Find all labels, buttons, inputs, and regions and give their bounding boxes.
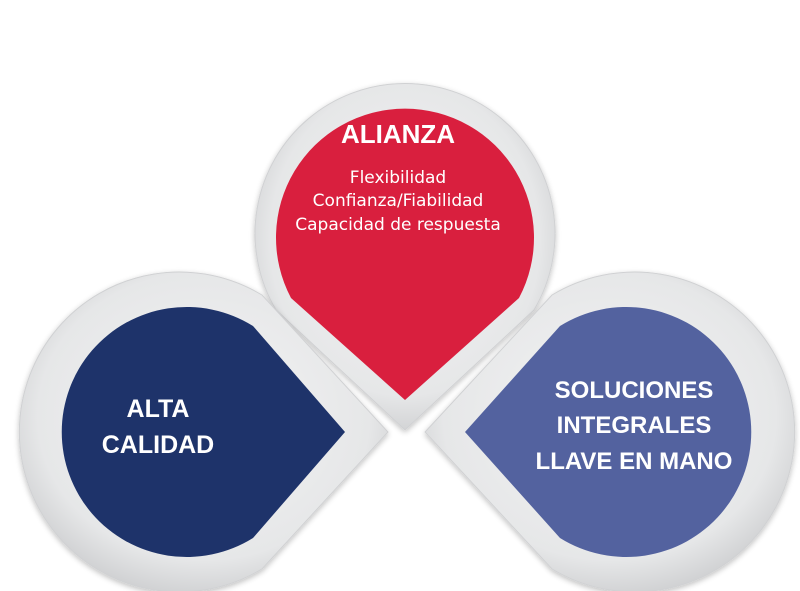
soluciones-line-2: INTEGRALES — [557, 412, 712, 439]
alianza-title: ALIANZA — [341, 119, 455, 149]
alianza-item-1: Flexibilidad — [350, 168, 446, 188]
petal-soluciones-fill — [465, 307, 752, 557]
petal-soluciones: SOLUCIONES INTEGRALES LLAVE EN MANO — [424, 271, 796, 591]
soluciones-line-3: LLAVE EN MANO — [536, 448, 733, 475]
alta-calidad-line-2: CALIDAD — [102, 431, 215, 459]
alta-calidad-line-1: ALTA — [127, 395, 190, 423]
petal-alianza: ALIANZA Flexibilidad Confianza/Fiabilida… — [254, 82, 556, 431]
alianza-item-2: Confianza/Fiabilidad — [313, 191, 484, 211]
petal-alta-calidad-fill — [61, 307, 345, 557]
petal-alianza-fill — [276, 108, 534, 401]
alianza-item-3: Capacidad de respuesta — [295, 215, 501, 235]
petal-alta-calidad: ALTA CALIDAD — [18, 271, 389, 591]
soluciones-line-1: SOLUCIONES — [555, 377, 714, 404]
